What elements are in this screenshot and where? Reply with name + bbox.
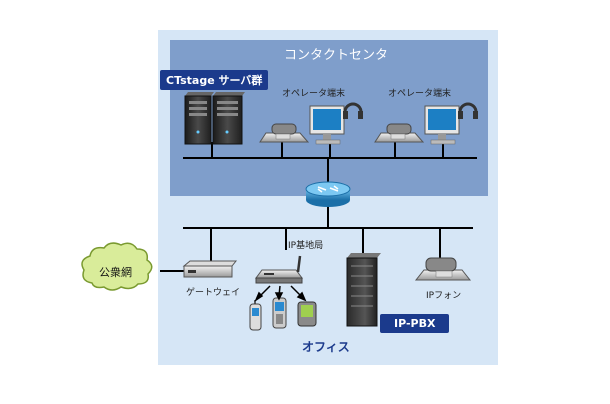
operator-terminal-label: オペレータ端末 [388, 89, 452, 99]
headset-icon [458, 102, 478, 119]
headset-icon [343, 102, 363, 119]
server-group-tag: CTstage サーバ群 [160, 70, 269, 90]
office-label: オフィス [302, 340, 350, 354]
cloud-icon [81, 242, 153, 291]
signal-arrows [254, 285, 307, 303]
ip-pbx-tag: IP-PBX [380, 314, 450, 333]
router-icon [305, 181, 351, 207]
wireless-access-point-icon [255, 255, 303, 284]
mobile-phone-icon [249, 300, 262, 331]
ip-phone-label: IPフォン [426, 291, 462, 301]
ip-base-station-label: IP基地局 [288, 241, 324, 251]
gateway-label: ゲートウェイ [186, 288, 241, 298]
mobile-phone-icon [272, 297, 287, 329]
mobile-phone-icon [297, 301, 317, 327]
computer-monitor-icon [309, 105, 345, 145]
operator-terminal-label: オペレータ端末 [282, 89, 346, 99]
computer-monitor-icon [424, 105, 460, 145]
server-icon [184, 92, 214, 145]
contact-center-title: コンタクトセンタ [284, 48, 389, 63]
desk-phone-icon [374, 123, 425, 143]
ip-phone-icon [414, 257, 472, 281]
public-network-label: 公衆網 [99, 266, 132, 279]
server-icon [212, 92, 245, 145]
desk-phone-icon [259, 123, 310, 143]
gateway-icon [182, 260, 238, 278]
pbx-rack-icon [346, 253, 381, 327]
